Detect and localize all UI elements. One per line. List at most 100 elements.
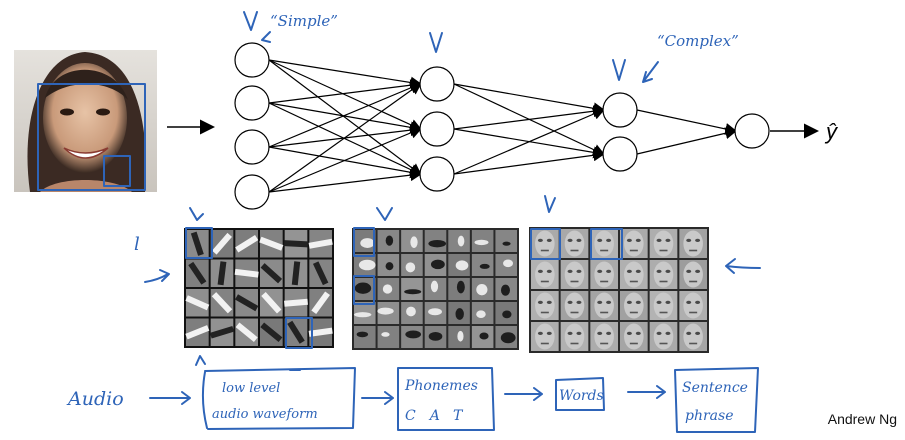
edges-feature-cell [308, 318, 333, 346]
neuron-layer1-node1 [234, 42, 270, 78]
parts-feature-cell [471, 230, 494, 252]
complex-annotation: “Complex” [657, 32, 739, 50]
faces-feature-cell [531, 291, 559, 320]
edges-feature-cell [284, 289, 308, 317]
part-highlight-box-2 [353, 275, 375, 305]
panel3-pointer-icon [544, 195, 556, 213]
layer3-pointer-icon [612, 59, 626, 81]
parts-feature-cell [471, 326, 494, 348]
parts-feature-cell [495, 326, 517, 348]
panel1-left-arrow-icon [144, 269, 170, 283]
parts-feature-cell [424, 278, 447, 300]
neuron-layer1-node2 [234, 85, 270, 121]
parts-feature-cell [471, 302, 494, 324]
faces-feature-cell [531, 260, 559, 289]
layer2-pointer-icon [429, 32, 443, 53]
edges-feature-cell [210, 259, 234, 287]
neuron-layer3-node2 [602, 136, 638, 172]
one-annotation: l [134, 234, 140, 255]
faces-feature-cell [560, 291, 589, 320]
pipeline-stage-4: Sentence phrase [674, 367, 759, 433]
parts-feature-cell [401, 326, 423, 348]
simple-arrow-icon [261, 31, 271, 43]
face-highlight-box [530, 228, 561, 260]
neuron-layer2-node2 [419, 111, 455, 147]
faces-feature-cell [620, 291, 648, 320]
parts-feature-cell [448, 302, 470, 324]
faces-feature-cell [620, 322, 648, 351]
simple-annotation: “Simple” [270, 12, 338, 30]
network-nodes [234, 42, 770, 210]
network-edge [268, 169, 423, 193]
stage2-line1: Phonemes [404, 378, 478, 394]
neuron-layer3-node1 [602, 92, 638, 128]
parts-feature-cell [354, 326, 376, 348]
parts-feature-cell [448, 254, 470, 276]
faces-feature-cell [679, 322, 707, 351]
faces-feature-cell [590, 260, 618, 289]
panel3-right-arrow-icon [725, 258, 761, 274]
edges-feature-cell [185, 289, 210, 317]
parts-feature-cell [377, 302, 400, 324]
edges-feature-cell [309, 289, 332, 317]
pipeline-stage-3: Words [555, 377, 605, 411]
edges-feature-cell [260, 289, 283, 317]
layer1-pointer-icon [243, 11, 258, 31]
parts-feature-cell [495, 254, 517, 276]
parts-feature-cell [354, 278, 376, 300]
neuron-layer1-node4 [234, 174, 270, 210]
edges-feature-cell [185, 318, 210, 346]
network-edge [268, 127, 423, 193]
edges-feature-cell [234, 289, 259, 317]
network-edge [268, 59, 422, 176]
faces-feature-cell [590, 229, 618, 258]
face-photo [14, 50, 157, 192]
faces-feature-cell [620, 229, 648, 258]
parts-feature-cell [495, 230, 517, 252]
network-edge [453, 105, 606, 130]
parts-feature-cell [495, 278, 517, 300]
parts-feature-cell [354, 302, 376, 324]
stage2-line2: CAT [405, 408, 476, 424]
edge-highlight-box-2 [285, 317, 313, 349]
face-detection-box [37, 83, 146, 191]
panel1-up-arrow-icon [195, 355, 206, 366]
face-parts-panel [352, 228, 519, 350]
stage3-label: Words [559, 388, 604, 404]
audio-label: Audio [66, 388, 124, 410]
face-highlight-box-2 [590, 228, 623, 260]
neuron-layer2-node1 [419, 66, 455, 102]
parts-feature-cell [401, 278, 423, 300]
audio-arrow-icon [149, 391, 191, 405]
parts-feature-cell [377, 278, 400, 300]
neuron-layer1-node3 [234, 129, 270, 165]
faces-feature-cell [531, 229, 559, 258]
faces-feature-cell [560, 322, 589, 351]
faces-feature-cell [679, 291, 707, 320]
parts-feature-cell [377, 230, 400, 252]
parts-feature-cell [424, 254, 447, 276]
parts-feature-cell [401, 230, 423, 252]
edges-feature-cell [235, 230, 259, 258]
stage1-line1: low level [222, 381, 280, 396]
edge-filter-panel [184, 228, 334, 348]
parts-feature-cell [401, 254, 423, 276]
network-edge [268, 59, 423, 131]
faces-feature-cell [679, 260, 707, 289]
network-edge [268, 82, 422, 193]
edges-feature-cell [260, 318, 283, 346]
parts-feature-cell [424, 230, 447, 252]
edges-feature-cell [186, 259, 209, 287]
faces-feature-cell [649, 291, 678, 320]
pipeline-stage-1: low level audio waveform [201, 367, 356, 430]
network-edges [268, 59, 738, 193]
edges-feature-cell [284, 259, 308, 287]
stage3-arrow-icon [627, 385, 666, 399]
panel1-pointer-icon [189, 207, 204, 221]
stage4-line1: Sentence [682, 380, 748, 396]
faces-feature-cell [679, 229, 707, 258]
panel2-pointer-icon [376, 207, 393, 221]
edges-feature-cell [186, 230, 209, 258]
parts-feature-cell [377, 326, 400, 348]
edge-highlight-box [185, 227, 213, 259]
